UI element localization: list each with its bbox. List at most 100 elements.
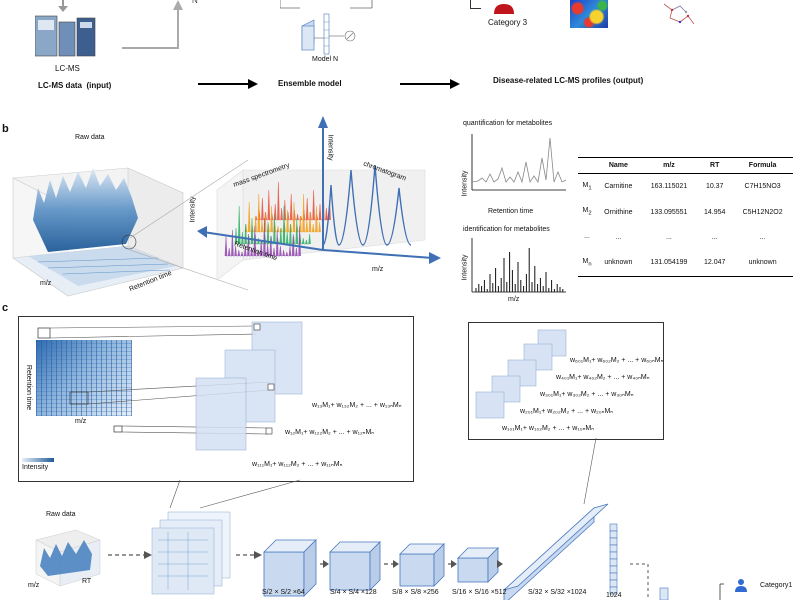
pipeline-connectors [169, 438, 597, 509]
table-header: Formula [732, 157, 793, 174]
raw-mz-label: m/z [40, 280, 52, 287]
cnn-pipeline [35, 503, 747, 600]
table-header [578, 157, 597, 174]
panel-b-label: b [2, 123, 9, 135]
row-formula: unknown [732, 250, 793, 277]
output-title: Disease-related LC-MS profiles (output) [493, 76, 644, 85]
table-header-row: Name m/z RT Formula [578, 157, 793, 174]
fc-neuron [609, 572, 618, 581]
heatmap-thumbnail [570, 0, 608, 28]
bent-arrow-text-fragment: N [192, 0, 198, 5]
category1-label: Category1 [760, 582, 793, 589]
spectrum-intensity-label: Intensity [326, 134, 334, 161]
raw-data-3d-plot [11, 167, 185, 297]
panel-c-label: c [2, 302, 9, 314]
row-mz: ... [666, 233, 672, 241]
row-id: ... [584, 232, 590, 240]
connector-arrow [62, 0, 64, 8]
fc-neuron [609, 579, 618, 588]
row-name: Ornithine [604, 208, 633, 216]
pipeline-mz-label: m/z [28, 582, 40, 589]
input-title-text: LC-MS data [38, 81, 82, 90]
category-3-label: Category 3 [488, 18, 528, 27]
fc-equation-1: w₆₀₁M₁+ w₆₀₂M₂ + ... + w₆₀ₙMₙ [570, 357, 664, 364]
pipeline-rt-label: RT [82, 578, 92, 585]
table-header: Name [596, 157, 641, 174]
fc-equation-3: w₃₀₁M₁+ w₃₀₂M₂ + ... + w₃₀ₙMₙ [540, 391, 634, 398]
fc-neuron [609, 551, 618, 560]
ident-xlabel: m/z [508, 296, 520, 303]
table-header: RT [697, 157, 733, 174]
fc-neuron [609, 523, 618, 532]
row-id: M2 [582, 207, 592, 217]
pipeline-arrow-head [497, 560, 503, 568]
mass-spectrum-peaks [224, 217, 301, 257]
row-formula: ... [759, 233, 766, 241]
quant-xlabel: Retention time [488, 208, 534, 215]
fc-neuron [609, 586, 618, 595]
cnn-feature-block [503, 503, 609, 600]
weight-equation-3: w₁₁₁M₁+ w₁₁₂M₂ + ... + w₁₁ₙMₙ [252, 461, 343, 468]
dim-label-3: S/8 × S/8 ×256 [392, 589, 439, 596]
intensity-colorbar [22, 458, 54, 462]
fc-detail-box [468, 322, 664, 440]
fc-neuron [609, 530, 618, 539]
table-row: ... ... ... ... ... [578, 225, 793, 250]
fc-neuron [609, 537, 618, 546]
raw-data-title: Raw data [75, 134, 105, 141]
pipeline-raw-data-label: Raw data [46, 511, 76, 518]
ident-title: identification for metabolites [463, 226, 550, 233]
mass-spectrum-peaks [234, 205, 311, 245]
dim-label-4: S/16 × S/16 ×512 [452, 589, 507, 596]
pipeline-arrow-head [393, 560, 399, 568]
ident-chart [471, 238, 566, 293]
fc-neuron [609, 565, 618, 574]
quant-title: quantification for metabolites [463, 120, 553, 127]
convolution-detail-box [18, 316, 414, 482]
table-header: m/z [640, 157, 698, 174]
table-row: M1 Carnitine 163.115021 10.37 C7H15NO3 [578, 174, 793, 200]
fc-stacked-planes [475, 329, 567, 419]
fc-size-label: 1024 [606, 592, 622, 599]
fc-equation-4: w₂₀₁M₁+ w₂₀₂M₂ + ... + w₂₀ₙMₙ [520, 408, 614, 415]
fc-neuron [609, 544, 618, 553]
ensemble-model-label: Ensemble model [278, 79, 342, 88]
corner-line [470, 0, 481, 9]
lcms-device-label: LC-MS [55, 64, 80, 73]
pipeline-arrow-head [451, 560, 457, 568]
row-formula: C5H12N2O2 [742, 208, 783, 216]
conv-feature-maps [37, 321, 303, 451]
dim-label-1: S/2 × S/2 ×64 [262, 589, 305, 596]
lcms-3d-spectrum [197, 116, 441, 281]
table-row: Mn unknown 131.054199 12.047 unknown [578, 250, 793, 277]
row-rt: 12.047 [697, 250, 733, 277]
row-id: M1 [582, 182, 592, 192]
intensity-colorbar-label: Intensity [22, 464, 49, 471]
row-mz: 163.115021 [650, 183, 688, 191]
cnn-feature-block [399, 543, 445, 587]
row-mz: 133.095551 [650, 208, 688, 216]
input-title: LC-MS data (input) [38, 81, 111, 90]
ensemble-arrow [198, 79, 258, 89]
quant-ylabel: Intensity [461, 170, 469, 197]
heatmap-mz-label: m/z [75, 418, 87, 425]
panel-a: LC-MS LC-MS data (input) N Model N Ensem… [0, 0, 800, 100]
input-suffix: (input) [86, 81, 112, 90]
cnn-feature-block [457, 547, 499, 583]
cnn-feature-block [263, 539, 317, 597]
fc-equation-2: w₄₀₁M₁+ w₄₀₂M₂ + ... + w₄₀ₙMₙ [556, 374, 650, 381]
dim-label-2: S/4 × S/4 ×128 [330, 589, 377, 596]
row-id: Mn [578, 250, 597, 277]
row-rt: 14.954 [703, 208, 726, 216]
connector-arrow-head [58, 6, 68, 12]
fc-neuron [609, 558, 618, 567]
weight-equation-1: w₁₃M₁+ w₁₃₂M₂ + ... + w₁₃ₙMₙ [312, 402, 402, 409]
ident-ylabel: Intensity [461, 254, 469, 281]
molecule-thumbnail [663, 3, 695, 25]
row-name: unknown [596, 250, 641, 277]
lcms-heatmap [36, 340, 132, 416]
table-row: M2 Ornithine 133.095551 14.954 C5H12N2O2 [578, 199, 793, 224]
row-rt: ... [711, 233, 718, 241]
row-rt: 10.37 [705, 183, 724, 191]
model-n-diagram [280, 0, 373, 55]
